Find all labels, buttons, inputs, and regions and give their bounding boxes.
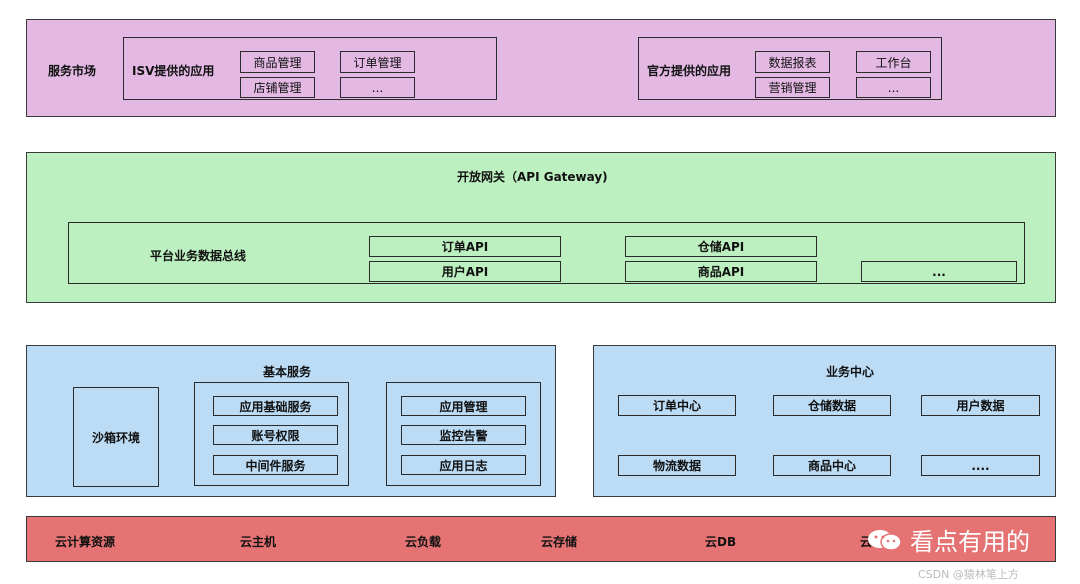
cloud-load-balancer: 云负载 <box>405 535 442 549</box>
app-base-service: 应用基础服务 <box>213 396 338 416</box>
logistics-data: 物流数据 <box>618 455 736 476</box>
account-permissions: 账号权限 <box>213 425 338 445</box>
official-apps-group <box>638 37 942 100</box>
basic-services-title: 基本服务 <box>263 365 312 379</box>
isv-app-order-management: 订单管理 <box>340 51 415 73</box>
service-market-label: 服务市场 <box>48 64 97 78</box>
user-data: 用户数据 <box>921 395 1040 416</box>
isv-app-more: ... <box>340 77 415 98</box>
official-app-data-report: 数据报表 <box>755 51 830 73</box>
business-center-title: 业务中心 <box>826 365 875 379</box>
cloud-storage: 云存储 <box>541 535 578 549</box>
business-center-layer <box>593 345 1056 497</box>
official-app-more: ... <box>856 77 931 98</box>
cloud-db: 云DB <box>705 535 737 549</box>
isv-apps-label: ISV提供的应用 <box>132 64 215 78</box>
official-apps-label: 官方提供的应用 <box>647 64 732 78</box>
watermark-text: 看点有用的 <box>910 528 1030 556</box>
warehouse-data: 仓储数据 <box>773 395 891 416</box>
api-user: 用户API <box>369 261 561 282</box>
api-more: ... <box>861 261 1017 282</box>
api-gateway-layer <box>26 152 1056 303</box>
sandbox-environment: 沙箱环境 <box>73 387 159 487</box>
wechat-watermark: 看点有用的 <box>866 522 1030 557</box>
data-bus-label: 平台业务数据总线 <box>150 249 247 263</box>
business-more: .... <box>921 455 1040 476</box>
isv-app-store-management: 店铺管理 <box>240 77 315 98</box>
product-center: 商品中心 <box>773 455 891 476</box>
middleware-service: 中间件服务 <box>213 455 338 475</box>
wechat-icon <box>866 528 906 552</box>
official-app-workbench: 工作台 <box>856 51 931 73</box>
monitoring-alerts: 监控告警 <box>401 425 526 445</box>
app-management: 应用管理 <box>401 396 526 416</box>
isv-app-product-management: 商品管理 <box>240 51 315 73</box>
app-logs: 应用日志 <box>401 455 526 475</box>
isv-apps-group <box>123 37 497 100</box>
csdn-footer-watermark: CSDN @猿林笔上方 <box>918 568 1019 581</box>
order-center: 订单中心 <box>618 395 736 416</box>
api-gateway-title: 开放网关（API Gateway) <box>457 170 608 184</box>
basic-services-group-1 <box>194 382 349 486</box>
basic-services-group-2 <box>386 382 541 486</box>
data-bus-group <box>68 222 1025 284</box>
service-market-layer <box>26 19 1056 117</box>
basic-services-layer <box>26 345 556 497</box>
cloud-computing-resources: 云计算资源 <box>55 535 116 549</box>
api-product: 商品API <box>625 261 817 282</box>
api-order: 订单API <box>369 236 561 257</box>
cloud-host: 云主机 <box>240 535 277 549</box>
official-app-marketing-management: 营销管理 <box>755 77 830 98</box>
api-warehouse: 仓储API <box>625 236 817 257</box>
